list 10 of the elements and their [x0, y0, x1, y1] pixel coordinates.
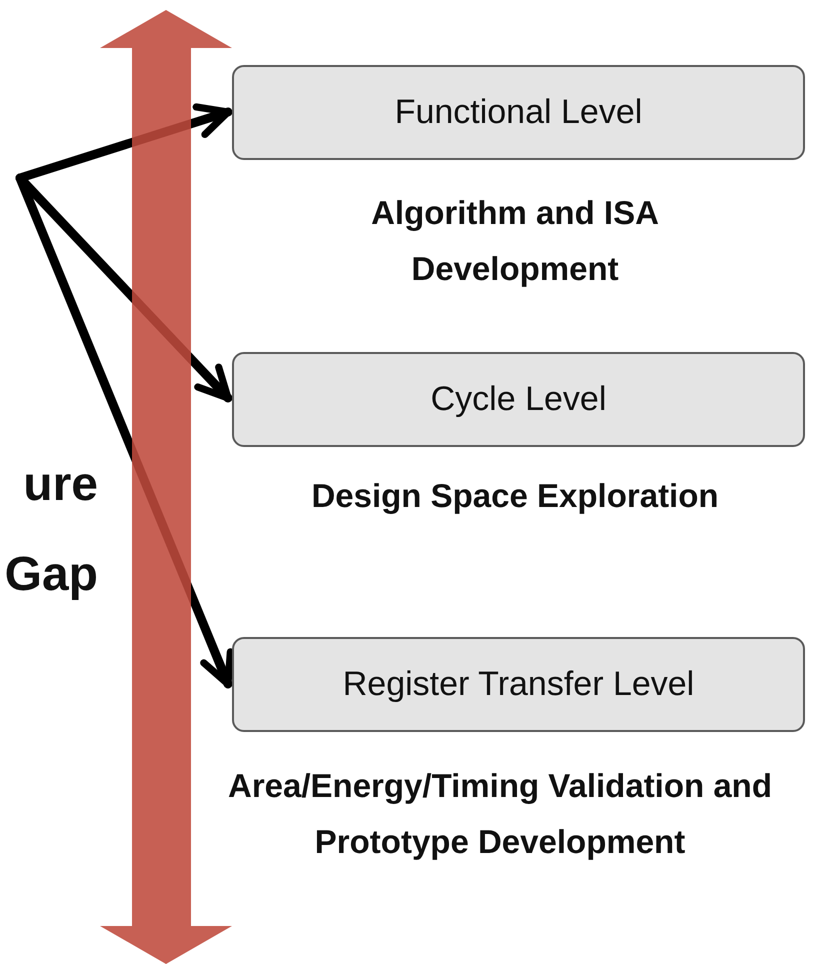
box-label: Cycle Level [430, 380, 606, 419]
level-description: Area/Energy/Timing Validation and Prototype Development [226, 766, 774, 862]
side-label: ure Gap [4, 457, 98, 603]
process-box [232, 352, 805, 447]
process-box [232, 65, 805, 160]
box-label: Functional Level [394, 93, 642, 132]
process-box [232, 637, 805, 732]
level-description: Algorithm and ISA Development [370, 193, 660, 289]
level-description: Design Space Exploration [310, 476, 720, 516]
box-label: Register Transfer Level [342, 665, 694, 704]
